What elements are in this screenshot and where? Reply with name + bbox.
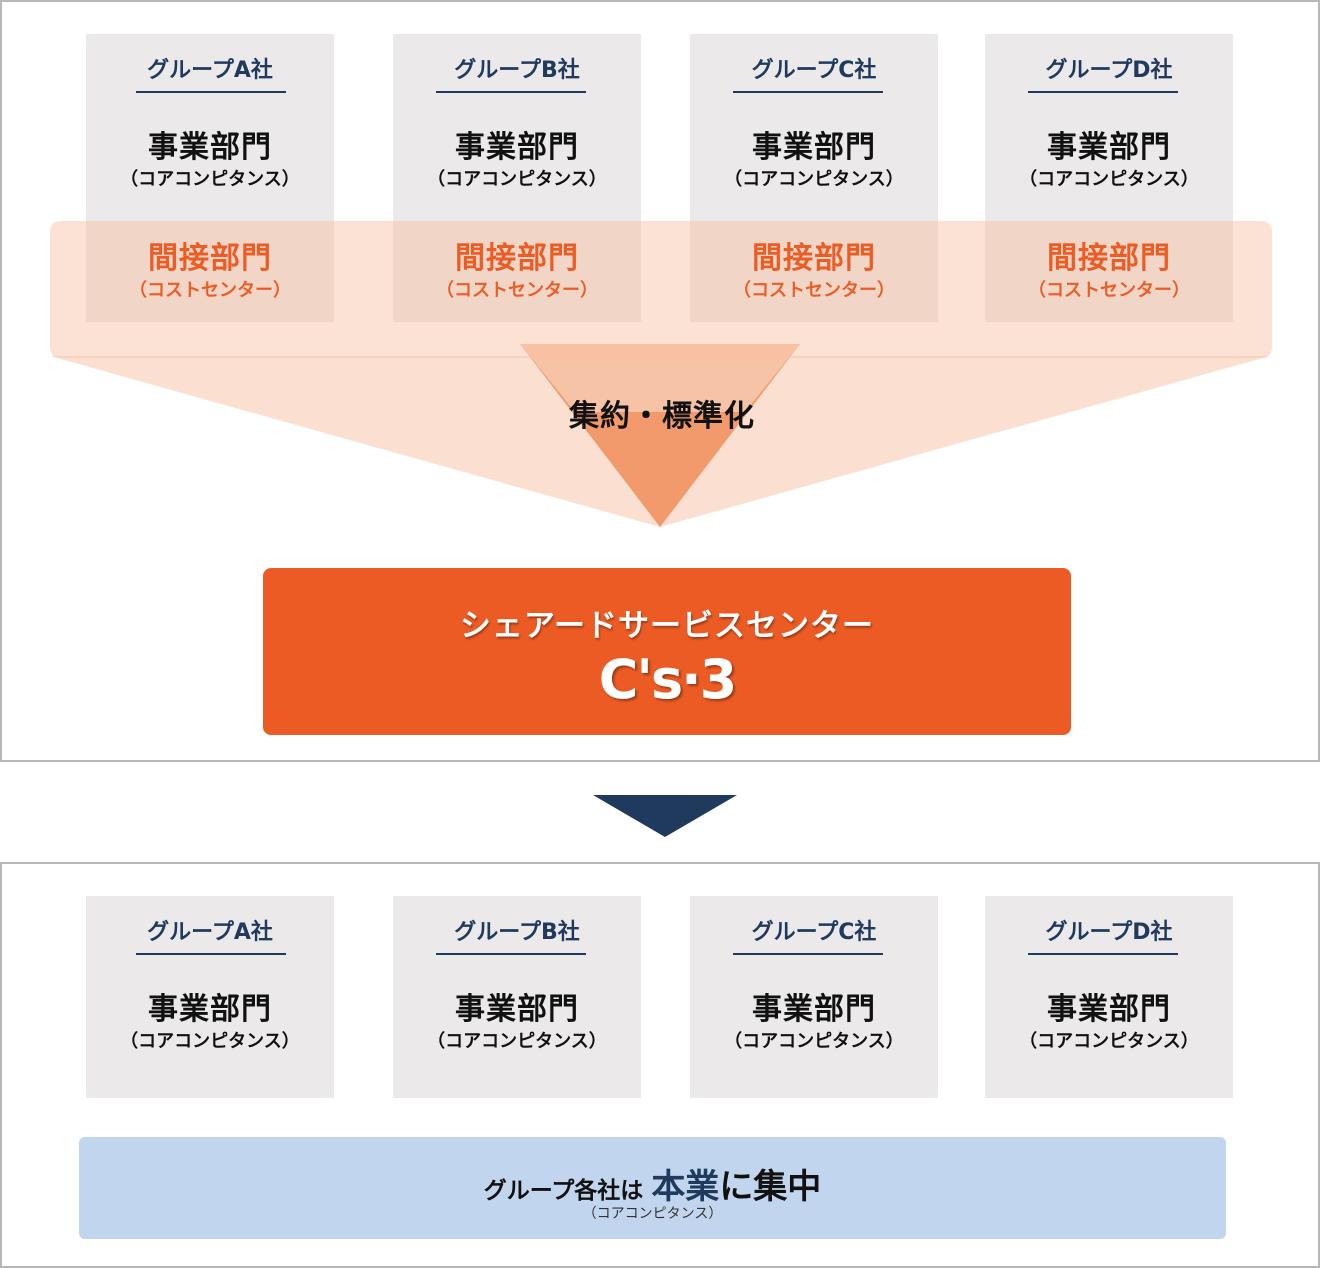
core-dept-title: 事業部門 bbox=[455, 992, 579, 1027]
company-name: グループA社 bbox=[147, 920, 273, 945]
core-dept-title: 事業部門 bbox=[148, 130, 272, 165]
core-dept-title: 事業部門 bbox=[148, 992, 272, 1027]
focus-message-box: グループ各社は本業に集中 （コアコンピタンス） bbox=[79, 1137, 1226, 1239]
ssc-logo: C's·3 bbox=[598, 648, 737, 711]
company-card-b: グループB社 事業部門 （コアコンピタンス） bbox=[393, 34, 641, 322]
down-arrow-icon bbox=[593, 795, 737, 837]
company-name: グループC社 bbox=[751, 920, 877, 945]
indirect-dept-title: 間接部門 bbox=[148, 241, 272, 276]
core-dept-sub: （コアコンピタンス） bbox=[724, 169, 904, 190]
bottom-panel: グループA社 事業部門 （コアコンピタンス） グループB社 事業部門 （コアコン… bbox=[0, 862, 1320, 1268]
core-dept-sub: （コアコンピタンス） bbox=[724, 1031, 904, 1052]
focus-suffix: に集中 bbox=[719, 1167, 822, 1207]
indirect-dept-sub: （コストセンター） bbox=[733, 280, 895, 301]
core-dept-sub: （コアコンピタンス） bbox=[120, 1031, 300, 1052]
core-dept-sub: （コアコンピタンス） bbox=[120, 169, 300, 190]
core-dept-sub: （コアコンピタンス） bbox=[427, 1031, 607, 1052]
indirect-dept-sub: （コストセンター） bbox=[129, 280, 291, 301]
focus-sub: （コアコンピタンス） bbox=[582, 1206, 723, 1222]
core-dept-sub: （コアコンピタンス） bbox=[427, 169, 607, 190]
company-name: グループC社 bbox=[751, 58, 877, 83]
indirect-dept-c: 間接部門 （コストセンター） bbox=[690, 221, 938, 321]
company-underline bbox=[1028, 953, 1178, 955]
company-underline bbox=[733, 91, 883, 93]
company-name: グループB社 bbox=[454, 58, 580, 83]
company-card-c: グループC社 事業部門 （コアコンピタンス） bbox=[690, 34, 938, 322]
company-underline bbox=[136, 91, 286, 93]
core-dept-sub: （コアコンピタンス） bbox=[1019, 169, 1199, 190]
company-name: グループD社 bbox=[1045, 920, 1173, 945]
company-name: グループA社 bbox=[147, 58, 273, 83]
company-card-d: グループD社 事業部門 （コアコンピタンス） bbox=[985, 34, 1233, 322]
company-underline bbox=[733, 953, 883, 955]
indirect-dept-b: 間接部門 （コストセンター） bbox=[393, 221, 641, 321]
company-underline bbox=[136, 953, 286, 955]
indirect-dept-d: 間接部門 （コストセンター） bbox=[985, 221, 1233, 321]
company-card-b: グループB社 事業部門 （コアコンピタンス） bbox=[393, 896, 641, 1098]
company-card-a: グループA社 事業部門 （コアコンピタンス） bbox=[86, 896, 334, 1098]
company-name: グループD社 bbox=[1045, 58, 1173, 83]
indirect-dept-a: 間接部門 （コストセンター） bbox=[86, 221, 334, 321]
indirect-dept-title: 間接部門 bbox=[752, 241, 876, 276]
indirect-dept-title: 間接部門 bbox=[1047, 241, 1171, 276]
funnel-graphic bbox=[50, 344, 1270, 527]
company-name: グループB社 bbox=[454, 920, 580, 945]
shared-service-center-box: シェアードサービスセンター C's·3 bbox=[263, 568, 1071, 735]
core-dept-title: 事業部門 bbox=[752, 130, 876, 165]
core-dept-title: 事業部門 bbox=[1047, 130, 1171, 165]
company-underline bbox=[436, 91, 586, 93]
top-panel: グループA社 事業部門 （コアコンピタンス） グループB社 事業部門 （コアコン… bbox=[0, 0, 1320, 762]
focus-core-business: 本業 bbox=[651, 1167, 720, 1207]
core-dept-title: 事業部門 bbox=[455, 130, 579, 165]
core-dept-title: 事業部門 bbox=[752, 992, 876, 1027]
indirect-dept-title: 間接部門 bbox=[455, 241, 579, 276]
company-card-c: グループC社 事業部門 （コアコンピタンス） bbox=[690, 896, 938, 1098]
funnel-label: 集約・標準化 bbox=[569, 399, 755, 434]
core-dept-sub: （コアコンピタンス） bbox=[1019, 1031, 1199, 1052]
company-underline bbox=[436, 953, 586, 955]
indirect-dept-band bbox=[50, 221, 1272, 358]
indirect-dept-sub: （コストセンター） bbox=[436, 280, 598, 301]
ssc-title: シェアードサービスセンター bbox=[459, 608, 875, 644]
focus-prefix: グループ各社は bbox=[483, 1178, 644, 1204]
focus-message: グループ各社は本業に集中 bbox=[79, 1159, 1226, 1208]
company-card-d: グループD社 事業部門 （コアコンピタンス） bbox=[985, 896, 1233, 1098]
indirect-dept-sub: （コストセンター） bbox=[1028, 280, 1190, 301]
company-underline bbox=[1028, 91, 1178, 93]
funnel-inner-fade bbox=[520, 344, 800, 412]
company-card-a: グループA社 事業部門 （コアコンピタンス） bbox=[86, 34, 334, 322]
core-dept-title: 事業部門 bbox=[1047, 992, 1171, 1027]
